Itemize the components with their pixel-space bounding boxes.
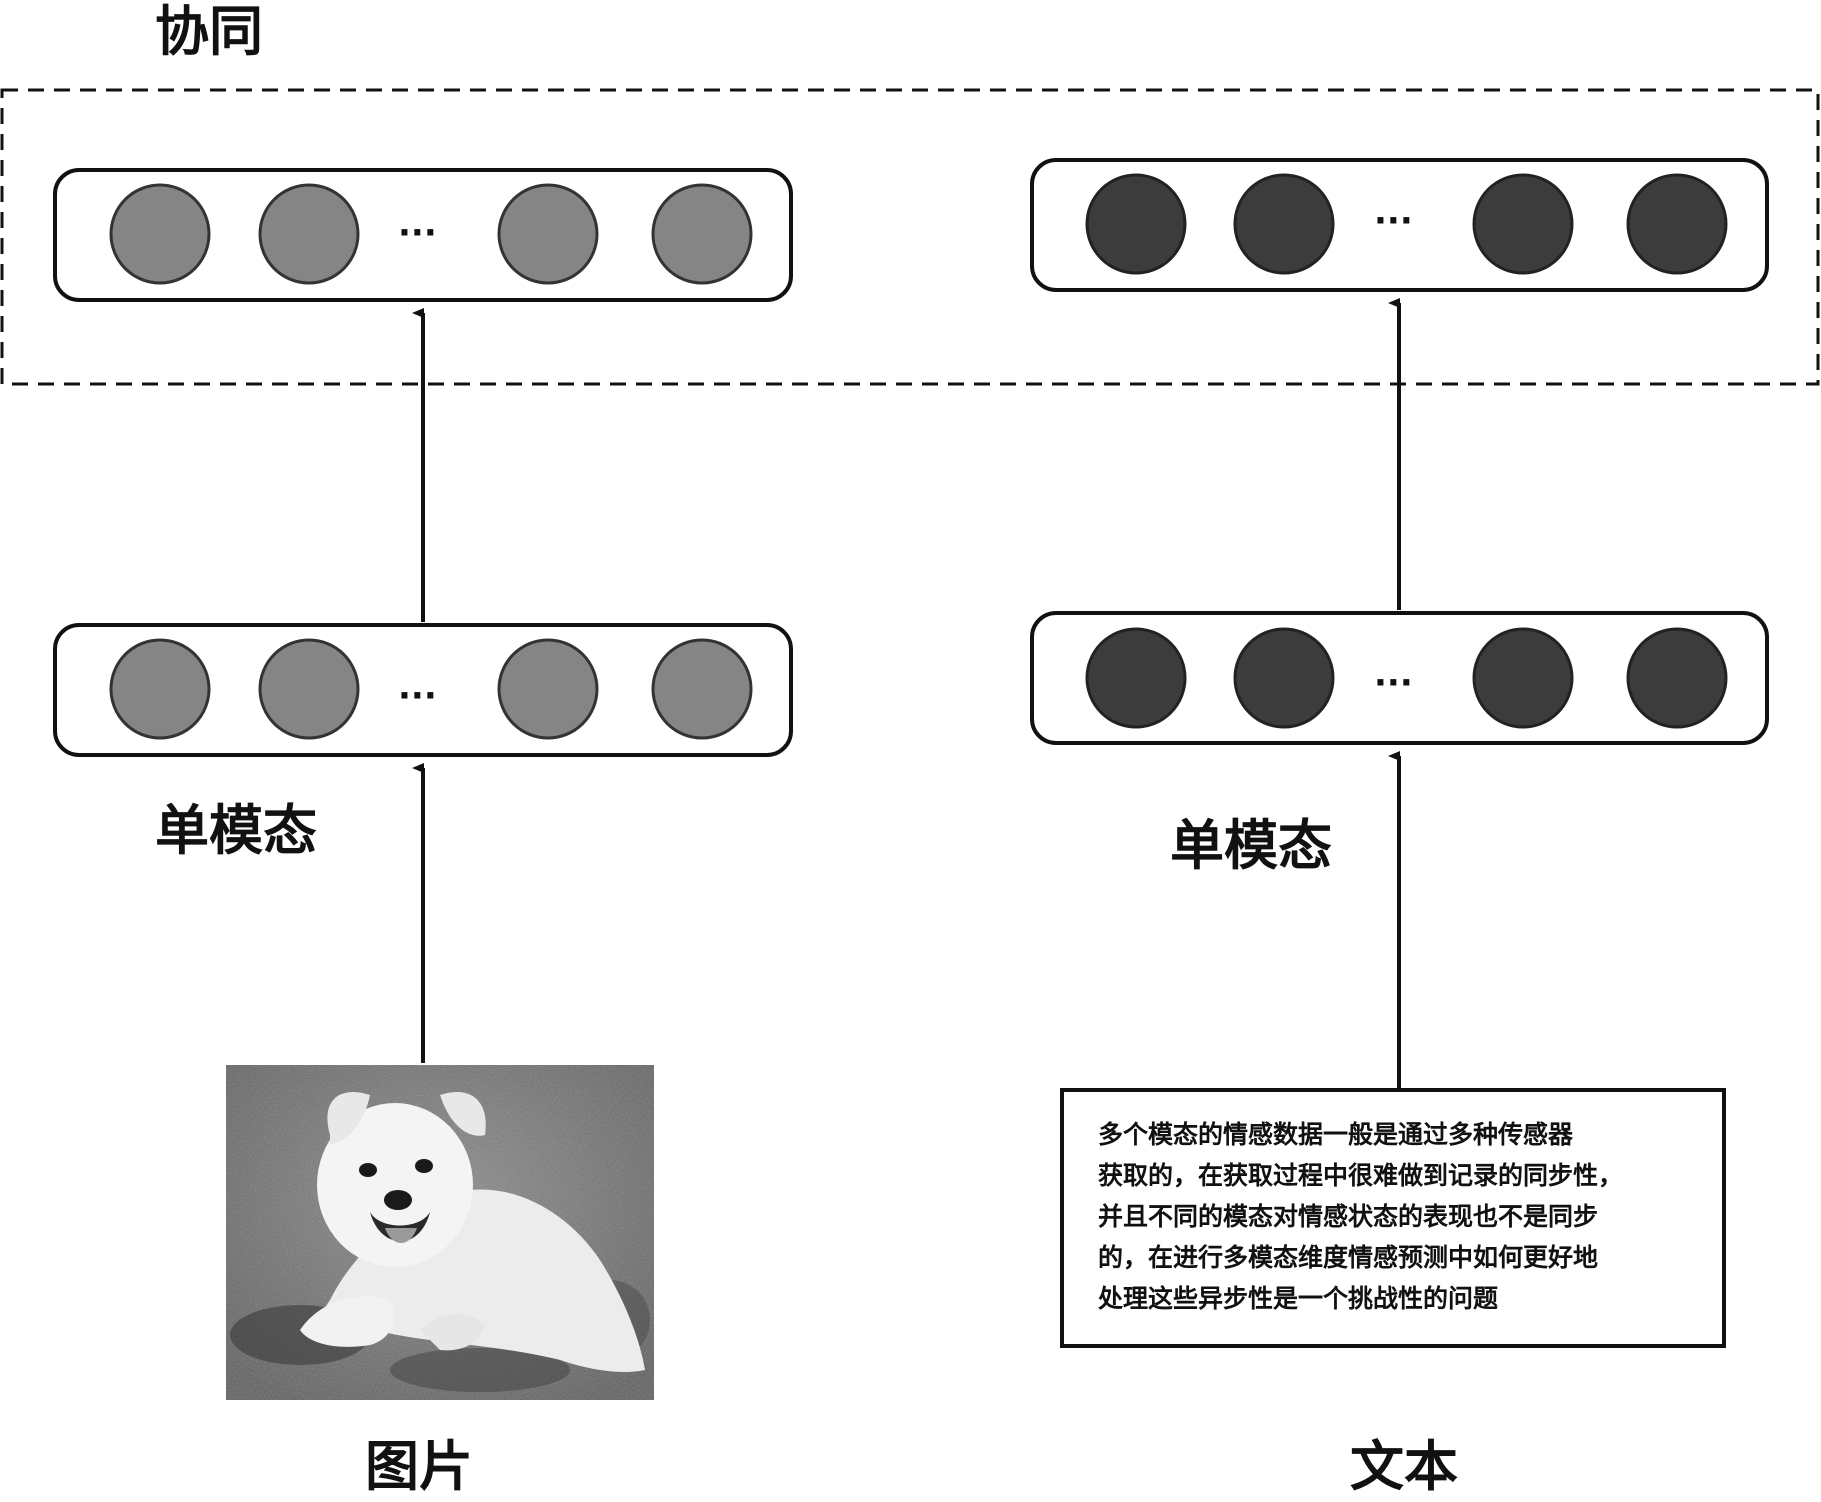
text-sample-line: 的，在进行多模态维度情感预测中如何更好地	[1098, 1243, 1598, 1272]
text-unimodal-node	[1233, 627, 1335, 729]
image-unimodal-node	[497, 638, 599, 740]
image-unimodal-node	[258, 638, 360, 740]
text-sample-line: 并且不同的模态对情感状态的表现也不是同步	[1098, 1202, 1598, 1231]
unimodal-label-right: 单模态	[1170, 814, 1332, 877]
image-collab-node	[651, 183, 753, 285]
text-collab-node	[1085, 173, 1187, 275]
text-collab-node	[1472, 173, 1574, 275]
image-collab-node	[258, 183, 360, 285]
text-sample-box	[1060, 1088, 1726, 1348]
text-unimodal-node	[1085, 627, 1187, 729]
text-collab-ellipsis: ···	[1374, 201, 1413, 241]
image-unimodal-vector: ···	[53, 623, 793, 757]
image-unimodal-node	[651, 638, 753, 740]
collaborative-label: 协同	[155, 0, 263, 63]
image-collab-ellipsis: ···	[398, 213, 437, 253]
image-collab-node	[109, 183, 211, 285]
image-unimodal-ellipsis: ···	[398, 676, 437, 716]
text-unimodal-node	[1626, 627, 1728, 729]
text-collab-node	[1233, 173, 1335, 275]
image-label: 图片	[365, 1435, 473, 1498]
image-collab-vector: ···	[53, 168, 793, 302]
puppy-photo	[226, 1065, 654, 1400]
text-unimodal-ellipsis: ···	[1374, 663, 1413, 703]
text-sample-line: 处理这些异步性是一个挑战性的问题	[1097, 1284, 1498, 1313]
text-label: 文本	[1350, 1435, 1458, 1498]
text-collab-vector: ···	[1030, 158, 1769, 292]
image-collab-node	[497, 183, 599, 285]
text-sample-line: 获取的，在获取过程中很难做到记录的同步性，	[1098, 1161, 1623, 1190]
unimodal-label-left: 单模态	[155, 799, 317, 862]
image-unimodal-node	[109, 638, 211, 740]
text-unimodal-node	[1472, 627, 1574, 729]
collaborative-region	[0, 88, 1820, 386]
text-collab-node	[1626, 173, 1728, 275]
text-sample-line: 多个模态的情感数据一般是通过多种传感器	[1098, 1120, 1574, 1149]
text-unimodal-vector: ···	[1030, 611, 1769, 745]
